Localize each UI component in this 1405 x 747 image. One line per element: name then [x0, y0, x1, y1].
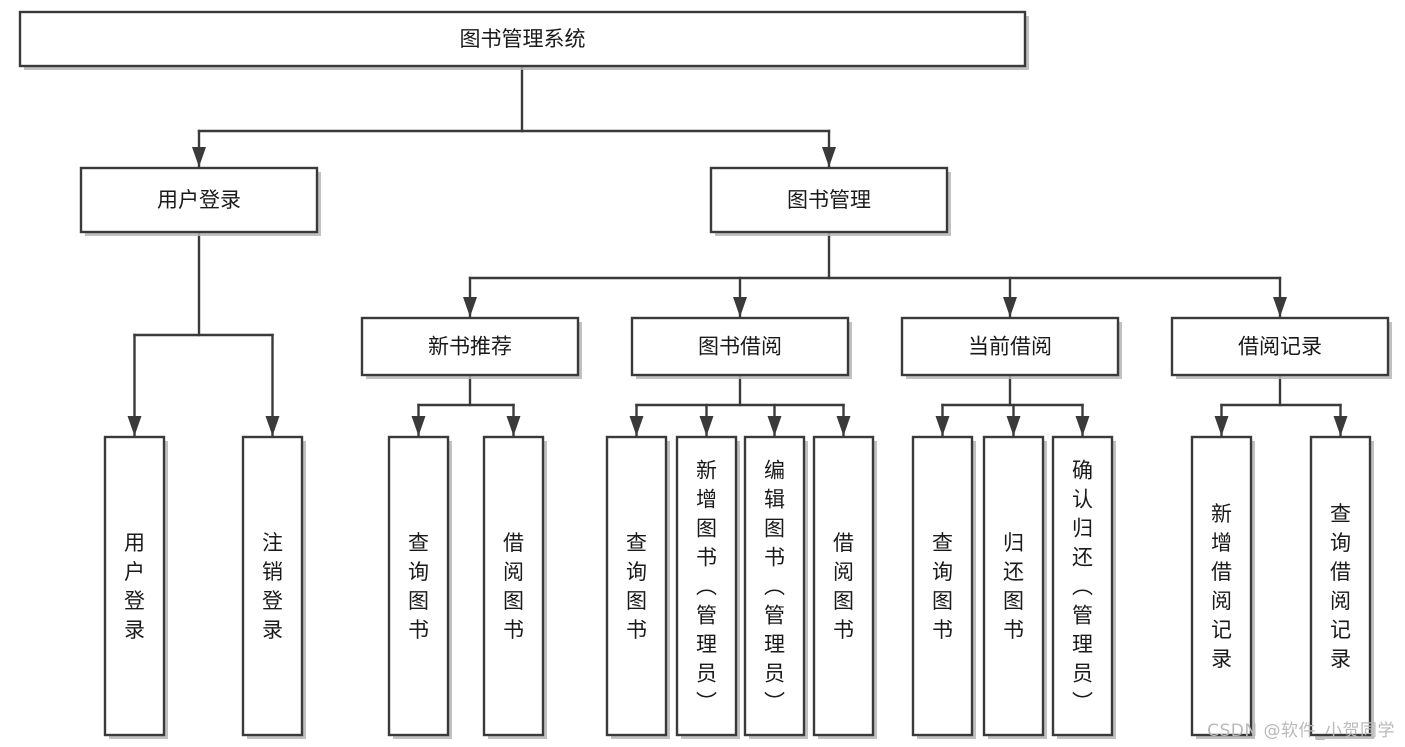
node-label: 查询图书 [932, 531, 953, 642]
node-label: 用户登录 [124, 531, 145, 642]
node-current-borrow[interactable]: 当前借阅 [900, 316, 1122, 379]
node-leaf-add-record[interactable]: 新增借阅记录 [1190, 435, 1255, 739]
node-label: 新增借阅记录 [1211, 502, 1232, 671]
node-borrow-record[interactable]: 借阅记录 [1170, 316, 1392, 379]
node-leaf-edit-book[interactable]: 编辑图书︵管理员︶ [743, 435, 808, 739]
node-label: 借阅记录 [1238, 335, 1322, 359]
node-label: 查询借阅记录 [1330, 502, 1351, 671]
node-new-book-recommend[interactable]: 新书推荐 [360, 316, 582, 379]
node-label: 用户登录 [157, 188, 241, 212]
node-leaf-add-book[interactable]: 新增图书︵管理员︶ [675, 435, 740, 739]
node-label: 借阅图书 [833, 531, 854, 642]
node-leaf-query-book-1[interactable]: 查询图书 [387, 435, 452, 739]
node-label: 当前借阅 [968, 335, 1052, 359]
connector-layer [127, 64, 1348, 437]
node-leaf-return-book[interactable]: 归还图书 [982, 435, 1047, 739]
node-book-borrow[interactable]: 图书借阅 [630, 316, 852, 379]
node-label: 新书推荐 [428, 335, 512, 359]
node-leaf-confirm-return[interactable]: 确认归还︵管理员︶ [1051, 435, 1116, 739]
node-label: 借阅图书 [503, 531, 524, 642]
node-leaf-query-book-3[interactable]: 查询图书 [911, 435, 976, 739]
node-leaf-borrow-book-2[interactable]: 借阅图书 [812, 435, 877, 739]
node-label: 归还图书 [1003, 531, 1024, 642]
node-leaf-query-record[interactable]: 查询借阅记录 [1309, 435, 1374, 739]
node-label: 新增图书︵管理员︶ [696, 459, 717, 715]
node-label: 图书借阅 [698, 335, 782, 359]
node-book-management[interactable]: 图书管理 [709, 166, 951, 236]
node-label: 查询图书 [408, 531, 429, 642]
node-label: 确认归还︵管理员︶ [1072, 459, 1093, 715]
node-label: 注销登录 [262, 531, 283, 642]
node-layer: 图书管理系统用户登录图书管理新书推荐图书借阅当前借阅借阅记录用户登录注销登录查询… [18, 10, 1392, 739]
node-leaf-user-login[interactable]: 用户登录 [103, 435, 168, 739]
node-label: 图书管理 [787, 188, 871, 212]
node-label: 查询图书 [626, 531, 647, 642]
node-leaf-logout[interactable]: 注销登录 [241, 435, 306, 739]
node-leaf-query-book-2[interactable]: 查询图书 [605, 435, 670, 739]
node-leaf-borrow-book-1[interactable]: 借阅图书 [482, 435, 547, 739]
node-label: 图书管理系统 [460, 27, 586, 51]
node-label: 编辑图书︵管理员︶ [764, 459, 785, 715]
node-user-login[interactable]: 用户登录 [79, 166, 321, 236]
node-root-system[interactable]: 图书管理系统 [18, 10, 1029, 70]
